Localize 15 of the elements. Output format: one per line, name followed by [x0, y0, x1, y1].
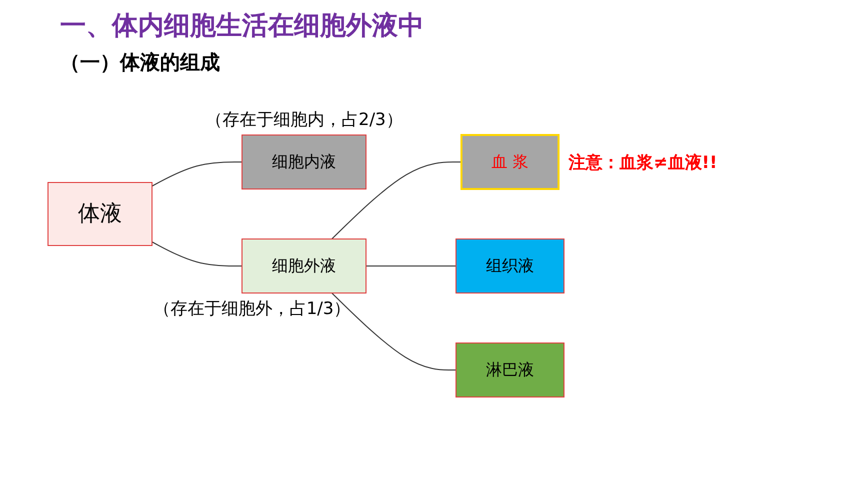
- section-heading: （一）体液的组成: [60, 50, 220, 74]
- node-box: 淋巴液: [456, 342, 564, 398]
- connector: [331, 162, 462, 240]
- node-box: 血 浆: [460, 134, 560, 190]
- node-box: 细胞内液: [242, 134, 366, 190]
- connector: [152, 241, 242, 266]
- node-box: 细胞外液: [242, 238, 366, 294]
- connector: [152, 162, 242, 187]
- note-text: 注意：血浆≠血液!!: [568, 152, 718, 174]
- title: 一、体内细胞生活在细胞外液中: [60, 10, 425, 43]
- node-box: 体液: [48, 182, 152, 246]
- node-box: 组织液: [456, 238, 564, 294]
- annotation-text: （存在于细胞内，占2/3）: [206, 109, 403, 131]
- connector: [331, 292, 456, 370]
- annotation-text: （存在于细胞外，占1/3）: [153, 298, 351, 320]
